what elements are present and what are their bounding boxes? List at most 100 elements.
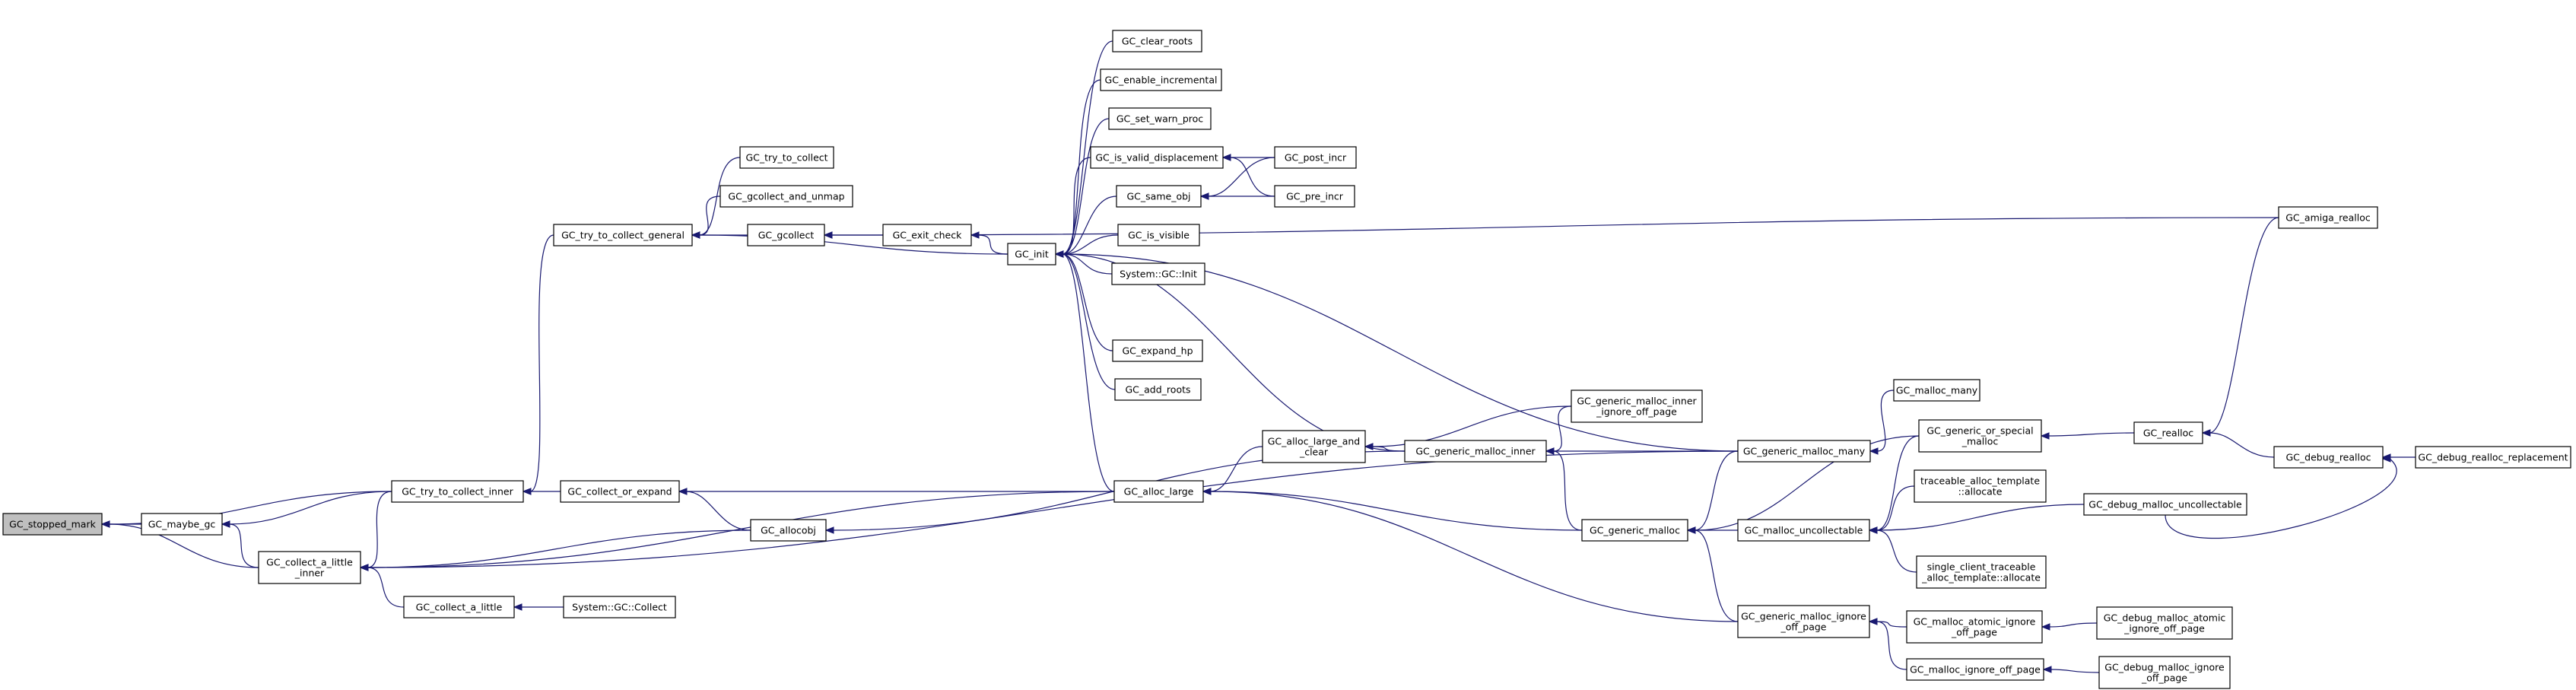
node-generic-malloc-inner-ignore-off-page[interactable]: GC_generic_malloc_inner_ignore_off_page xyxy=(1571,390,1703,423)
node-add-roots[interactable]: GC_add_roots xyxy=(1114,378,1202,401)
node-debug-malloc-atomic-ignore-off-page[interactable]: GC_debug_malloc_atomic_ignore_off_page xyxy=(2096,606,2233,640)
node-collect-or-expand[interactable]: GC_collect_or_expand xyxy=(560,480,680,503)
node-malloc-many[interactable]: GC_malloc_many xyxy=(1893,379,1980,402)
edges-layer xyxy=(100,40,2416,673)
node-label: _ignore_off_page xyxy=(1596,406,1677,418)
node-traceable-alloc-template[interactable]: traceable_alloc_template::allocate xyxy=(1914,469,2047,503)
call-edge xyxy=(698,196,721,236)
node-label: GC_allocobj xyxy=(761,525,816,536)
call-edge xyxy=(367,529,751,568)
node-label: GC_debug_realloc xyxy=(2285,452,2371,463)
node-box xyxy=(1262,430,1366,463)
call-edge xyxy=(977,234,1008,255)
call-edge xyxy=(1062,157,1091,255)
node-collect-a-little-inner[interactable]: GC_collect_a_little_inner xyxy=(258,551,361,584)
node-generic-or-special-malloc[interactable]: GC_generic_or_special_malloc xyxy=(1918,419,2042,453)
node-label: GC_gcollect_and_unmap xyxy=(728,191,844,202)
node-box xyxy=(141,513,223,536)
call-edge xyxy=(2048,622,2098,628)
node-allocobj[interactable]: GC_allocobj xyxy=(750,519,827,542)
node-label: GC_alloc_large_and xyxy=(1268,436,1360,447)
call-edge xyxy=(1062,253,1113,351)
node-gcollect[interactable]: GC_gcollect xyxy=(747,224,825,246)
node-box xyxy=(1906,658,2044,681)
node-label: GC_debug_malloc_uncollectable xyxy=(2088,499,2242,510)
node-pre-incr[interactable]: GC_pre_incr xyxy=(1274,185,1355,208)
call-edge xyxy=(1694,529,1739,622)
node-same-obj[interactable]: GC_same_obj xyxy=(1116,185,1202,208)
edge-arrowhead xyxy=(522,488,532,495)
node-generic-malloc-inner[interactable]: GC_generic_malloc_inner xyxy=(1404,440,1547,463)
call-edge xyxy=(367,491,1115,568)
node-box xyxy=(1114,378,1202,401)
node-exit-check[interactable]: GC_exit_check xyxy=(882,224,972,246)
node-label: single_client_traceable xyxy=(1927,561,2036,573)
edge-arrowhead xyxy=(100,520,110,528)
node-box xyxy=(882,224,972,246)
node-set-warn-proc[interactable]: GC_set_warn_proc xyxy=(1108,107,1212,130)
node-malloc-ignore-off-page[interactable]: GC_malloc_ignore_off_page xyxy=(1906,658,2044,681)
node-maybe-gc[interactable]: GC_maybe_gc xyxy=(141,513,223,536)
node-malloc-atomic-ignore-off-page[interactable]: GC_malloc_atomic_ignore_off_page xyxy=(1906,610,2043,644)
node-label: _alloc_template::allocate xyxy=(1921,572,2041,583)
node-malloc-uncollectable[interactable]: GC_malloc_uncollectable xyxy=(1737,519,1870,542)
node-alloc-large[interactable]: GC_alloc_large xyxy=(1113,480,1204,503)
node-try-to-collect[interactable]: GC_try_to_collect xyxy=(739,146,834,169)
node-label: GC_generic_or_special xyxy=(1926,425,2033,437)
node-box xyxy=(1737,440,1871,463)
node-label: GC_generic_malloc_ignore xyxy=(1741,611,1866,622)
node-box xyxy=(258,551,361,584)
node-label: GC_collect_a_little xyxy=(416,602,503,613)
node-gcollect-and-unmap[interactable]: GC_gcollect_and_unmap xyxy=(719,185,853,208)
node-alloc-large-and-clear[interactable]: GC_alloc_large_and_clear xyxy=(1262,430,1366,463)
call-edge xyxy=(1876,621,1907,628)
node-amiga-realloc[interactable]: GC_amiga_realloc xyxy=(2278,206,2378,229)
edge-arrowhead xyxy=(359,564,369,571)
node-enable-incremental[interactable]: GC_enable_incremental xyxy=(1100,68,1222,91)
call-edge xyxy=(1876,621,1907,670)
call-edge xyxy=(1062,253,1116,390)
edge-arrowhead xyxy=(970,231,980,239)
node-expand-hp[interactable]: GC_expand_hp xyxy=(1112,339,1203,362)
node-stopped-mark[interactable]: GC_stopped_mark xyxy=(2,513,103,536)
call-edge xyxy=(1694,450,1739,531)
node-post-incr[interactable]: GC_post_incr xyxy=(1274,146,1357,169)
call-edge xyxy=(1229,157,1275,197)
node-debug-realloc-replacement[interactable]: GC_debug_realloc_replacement xyxy=(2415,446,2571,469)
node-generic-malloc-many[interactable]: GC_generic_malloc_many xyxy=(1737,440,1871,463)
node-try-to-collect-inner[interactable]: GC_try_to_collect_inner xyxy=(391,480,524,503)
node-single-client-traceable[interactable]: single_client_traceable_alloc_template::… xyxy=(1916,555,2047,589)
node-generic-malloc[interactable]: GC_generic_malloc xyxy=(1581,519,1688,542)
node-box xyxy=(403,596,515,618)
node-box xyxy=(1916,555,2047,589)
node-debug-malloc-ignore-off-page[interactable]: GC_debug_malloc_ignore_off_page xyxy=(2098,656,2231,689)
node-system-collect[interactable]: System::GC::Collect xyxy=(563,596,676,618)
node-box xyxy=(553,224,693,246)
edge-arrowhead xyxy=(2042,666,2052,673)
node-clear-roots[interactable]: GC_clear_roots xyxy=(1112,30,1202,52)
node-generic-malloc-ignore-off-page[interactable]: GC_generic_malloc_ignore_off_page xyxy=(1737,605,1870,638)
call-edge xyxy=(1552,405,1572,452)
node-label: GC_enable_incremental xyxy=(1105,75,1218,86)
call-edge xyxy=(367,567,405,608)
node-realloc[interactable]: GC_realloc xyxy=(2133,421,2203,444)
node-is-valid-displacement[interactable]: GC_is_valid_displacement xyxy=(1090,146,1224,169)
node-label: GC_realloc xyxy=(2143,428,2193,439)
node-try-to-collect-general[interactable]: GC_try_to_collect_general xyxy=(553,224,693,246)
node-box xyxy=(1737,605,1870,638)
node-label: GC_clear_roots xyxy=(1122,36,1193,47)
node-collect-a-little[interactable]: GC_collect_a_little xyxy=(403,596,515,618)
node-system-init[interactable]: System::GC::Init xyxy=(1111,262,1205,285)
node-box xyxy=(391,480,524,503)
node-is-visible[interactable]: GC_is_visible xyxy=(1117,224,1200,246)
node-box xyxy=(1906,610,2043,644)
node-box xyxy=(1116,185,1202,208)
call-edge xyxy=(1876,504,2085,531)
edge-arrowhead xyxy=(691,231,700,239)
node-label: GC_try_to_collect_inner xyxy=(402,486,513,498)
call-edge xyxy=(1062,234,1119,255)
node-debug-malloc-uncollectable[interactable]: GC_debug_malloc_uncollectable xyxy=(2083,493,2247,516)
call-edge xyxy=(2209,217,2279,434)
node-init[interactable]: GC_init xyxy=(1007,243,1056,266)
node-debug-realloc[interactable]: GC_debug_realloc xyxy=(2273,446,2384,469)
